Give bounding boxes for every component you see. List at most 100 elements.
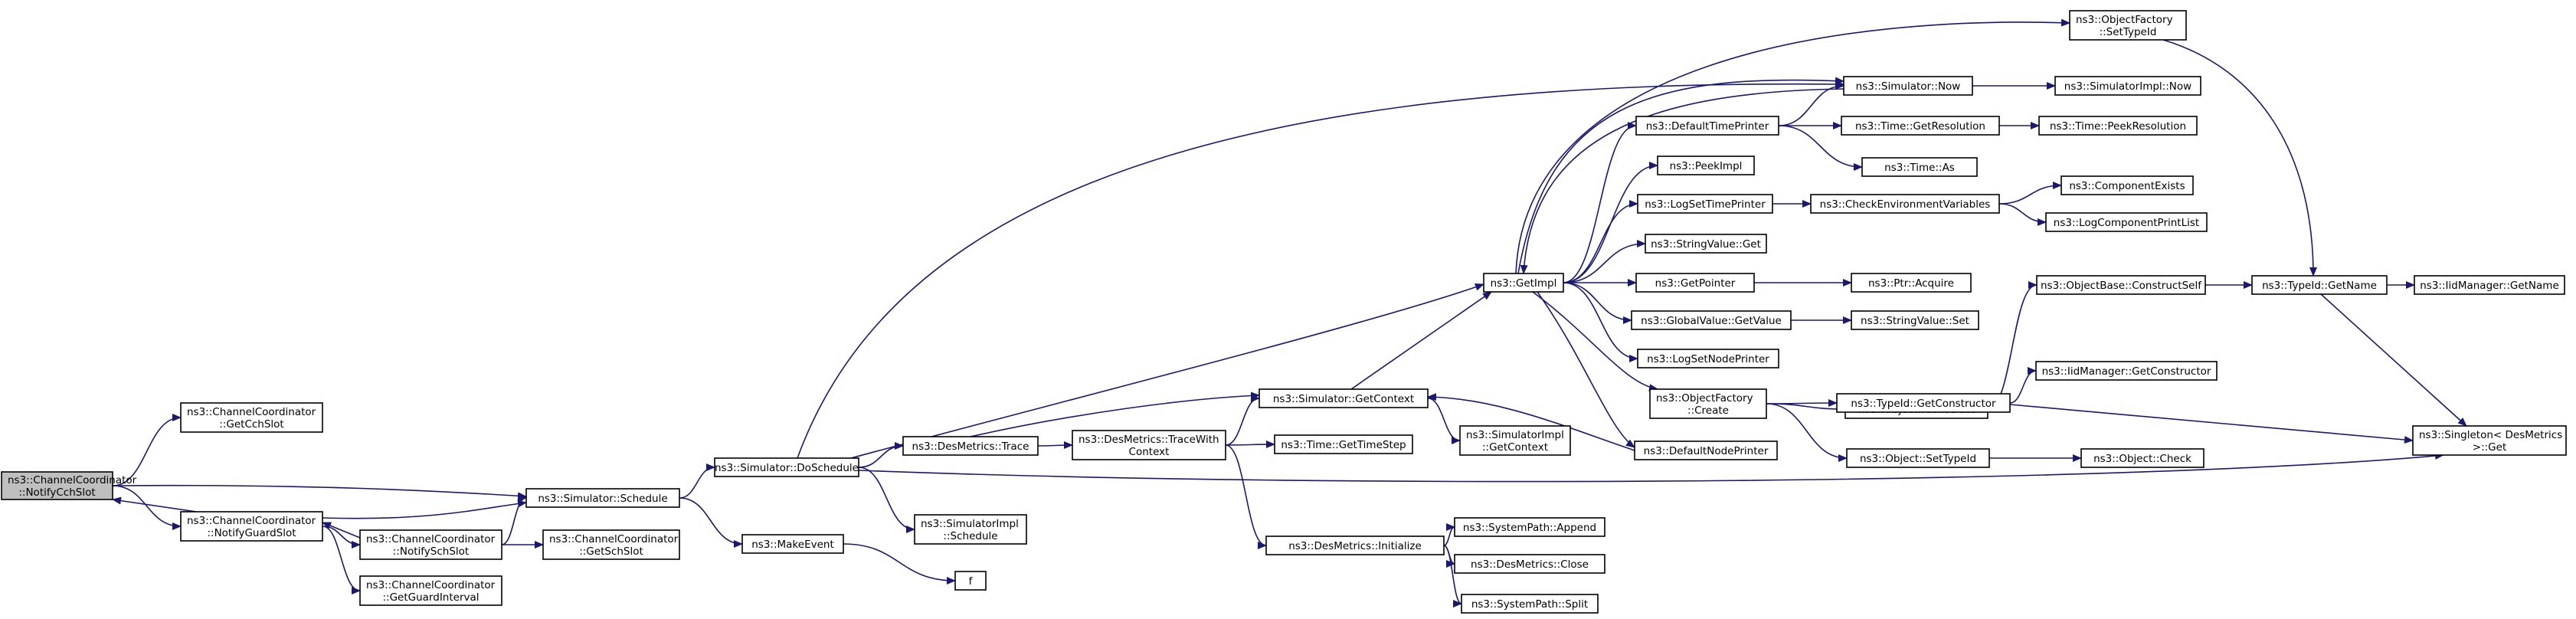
node-get-cch-slot[interactable]: ns3::ChannelCoordinator::GetCchSlot	[180, 402, 323, 433]
node-getpointer[interactable]: ns3::GetPointer	[1635, 273, 1755, 293]
node-notify-sch-slot[interactable]: ns3::ChannelCoordinator::NotifySchSlot	[359, 529, 502, 560]
node-box-notify-sch-slot[interactable]	[359, 529, 502, 560]
node-desmetrics-trace[interactable]: ns3::DesMetrics::Trace	[902, 436, 1039, 456]
node-iidmanager-getname[interactable]: ns3::IidManager::GetName	[2414, 275, 2565, 295]
node-box-time-getresolution[interactable]	[1841, 116, 2000, 136]
node-box-logsetnodeprinter[interactable]	[1637, 349, 1779, 368]
node-box-defaultnodeprinter[interactable]	[1634, 441, 1778, 460]
node-box-checkenvironmentvariables[interactable]	[1810, 194, 2000, 214]
node-box-systempath-split[interactable]	[1461, 594, 1599, 614]
node-box-desmetrics-trace[interactable]	[902, 436, 1039, 456]
node-box-componentexists[interactable]	[2060, 175, 2194, 195]
node-systempath-append[interactable]: ns3::SystemPath::Append	[1454, 517, 1605, 537]
node-simulatorimpl-now[interactable]: ns3::SimulatorImpl::Now	[2054, 76, 2201, 96]
node-box-simulator-doschedule[interactable]	[714, 457, 859, 477]
node-box-object-settypeid[interactable]	[1846, 448, 1990, 468]
node-stringvalue-set[interactable]: ns3::StringValue::Set	[1851, 310, 1979, 330]
node-box-notify-cch-slot[interactable]	[1, 471, 113, 500]
node-box-getpointer[interactable]	[1635, 273, 1755, 293]
node-box-iidmanager-getname[interactable]	[2414, 275, 2565, 295]
node-simulator-doschedule[interactable]: ns3::Simulator::DoSchedule	[714, 457, 859, 477]
node-defaultnodeprinter[interactable]: ns3::DefaultNodePrinter	[1634, 441, 1778, 460]
node-iidmanager-getconstructor[interactable]: ns3::IidManager::GetConstructor	[2035, 361, 2218, 381]
edge-make-event-to-f	[843, 543, 956, 585]
node-time-as[interactable]: ns3::Time::As	[1861, 157, 1978, 177]
node-time-gettimestep[interactable]: ns3::Time::GetTimeStep	[1274, 434, 1413, 454]
node-componentexists[interactable]: ns3::ComponentExists	[2060, 175, 2194, 195]
node-box-time-gettimestep[interactable]	[1274, 434, 1413, 454]
node-simulatorimpl-getcontext[interactable]: ns3::SimulatorImpl::GetContext	[1459, 425, 1571, 456]
node-box-logsettimeprinter[interactable]	[1637, 194, 1773, 214]
node-desmetrics-initialize[interactable]: ns3::DesMetrics::Initialize	[1265, 535, 1445, 555]
node-ptr-acquire[interactable]: ns3::Ptr::Acquire	[1851, 273, 1972, 293]
node-box-get-sch-slot[interactable]	[542, 529, 680, 560]
node-typeid-getconstructor[interactable]: ns3::TypeId::GetConstructor	[1836, 393, 2011, 413]
node-simulator-schedule[interactable]: ns3::Simulator::Schedule	[525, 488, 680, 508]
node-defaulttimeprinter[interactable]: ns3::DefaultTimePrinter	[1635, 116, 1779, 136]
node-stringvalue-get[interactable]: ns3::StringValue::Get	[1645, 234, 1767, 254]
node-systempath-split[interactable]: ns3::SystemPath::Split	[1461, 594, 1599, 614]
node-notify-cch-slot[interactable]: ns3::ChannelCoordinator::NotifyCchSlot	[1, 471, 137, 500]
node-box-getimpl[interactable]	[1483, 273, 1564, 293]
node-box-objectfactory-settypeid[interactable]	[2069, 10, 2187, 41]
node-simulator-now[interactable]: ns3::Simulator::Now	[1843, 76, 1973, 96]
node-get-guard-interval[interactable]: ns3::ChannelCoordinator::GetGuardInterva…	[359, 575, 502, 606]
node-box-get-guard-interval[interactable]	[359, 575, 502, 606]
node-logsetnodeprinter[interactable]: ns3::LogSetNodePrinter	[1637, 349, 1779, 368]
node-box-simulator-now[interactable]	[1843, 76, 1973, 96]
node-box-simulator-schedule[interactable]	[525, 488, 680, 508]
node-time-getresolution[interactable]: ns3::Time::GetResolution	[1841, 116, 2000, 136]
node-simulatorimpl-schedule[interactable]: ns3::SimulatorImpl::Schedule	[914, 514, 1027, 545]
node-desmetrics-close[interactable]: ns3::DesMetrics::Close	[1454, 554, 1605, 574]
node-checkenvironmentvariables[interactable]: ns3::CheckEnvironmentVariables	[1810, 194, 2000, 214]
node-box-globalvalue-getvalue[interactable]	[1631, 310, 1792, 330]
node-box-peekimpl[interactable]	[1657, 156, 1755, 175]
node-get-sch-slot[interactable]: ns3::ChannelCoordinator::GetSchSlot	[542, 529, 680, 560]
node-logcomponentprintlist[interactable]: ns3::LogComponentPrintList	[2045, 212, 2208, 232]
node-object-check[interactable]: ns3::Object::Check	[2080, 448, 2204, 468]
node-peekimpl[interactable]: ns3::PeekImpl	[1657, 156, 1755, 175]
node-box-stringvalue-set[interactable]	[1851, 310, 1979, 330]
node-time-peekresolution[interactable]: ns3::Time::PeekResolution	[2038, 116, 2198, 136]
node-objectfactory-create[interactable]: ns3::ObjectFactory::Create	[1649, 388, 1767, 419]
node-simulator-getcontext[interactable]: ns3::Simulator::GetContext	[1259, 388, 1429, 408]
node-box-desmetrics-close[interactable]	[1454, 554, 1605, 574]
node-objectbase-constructself[interactable]: ns3::ObjectBase::ConstructSelf	[2036, 275, 2206, 295]
node-box-typeid-getname[interactable]	[2251, 275, 2388, 295]
node-box-ptr-acquire[interactable]	[1851, 273, 1972, 293]
node-box-typeid-getconstructor[interactable]	[1836, 393, 2011, 413]
node-box-objectfactory-create[interactable]	[1649, 388, 1767, 419]
node-box-singleton-get[interactable]	[2412, 425, 2567, 456]
node-box-object-check[interactable]	[2080, 448, 2204, 468]
node-box-time-peekresolution[interactable]	[2038, 116, 2198, 136]
node-box-simulatorimpl-schedule[interactable]	[914, 514, 1027, 545]
node-objectfactory-settypeid[interactable]: ns3::ObjectFactory::SetTypeId	[2069, 10, 2187, 41]
node-object-settypeid[interactable]: ns3::Object::SetTypeId	[1846, 448, 1990, 468]
node-box-objectbase-constructself[interactable]	[2036, 275, 2206, 295]
node-logsettimeprinter[interactable]: ns3::LogSetTimePrinter	[1637, 194, 1773, 214]
node-box-logcomponentprintlist[interactable]	[2045, 212, 2208, 232]
node-box-defaulttimeprinter[interactable]	[1635, 116, 1779, 136]
node-box-desmetrics-tracewithcontext[interactable]	[1072, 430, 1226, 460]
node-typeid-getname[interactable]: ns3::TypeId::GetName	[2251, 275, 2388, 295]
node-globalvalue-getvalue[interactable]: ns3::GlobalValue::GetValue	[1631, 310, 1792, 330]
node-box-desmetrics-initialize[interactable]	[1265, 535, 1445, 555]
node-notify-guard-slot[interactable]: ns3::ChannelCoordinator::NotifyGuardSlot	[180, 511, 323, 542]
node-box-iidmanager-getconstructor[interactable]	[2035, 361, 2218, 381]
node-singleton-get[interactable]: ns3::Singleton< DesMetrics >::Get	[2412, 425, 2567, 456]
node-box-notify-guard-slot[interactable]	[180, 511, 323, 542]
node-box-make-event[interactable]	[741, 534, 844, 554]
node-box-simulator-getcontext[interactable]	[1259, 388, 1429, 408]
node-box-f[interactable]	[954, 571, 987, 591]
node-box-simulatorimpl-now[interactable]	[2054, 76, 2201, 96]
node-box-systempath-append[interactable]	[1454, 517, 1605, 537]
node-getimpl[interactable]: ns3::GetImpl	[1483, 273, 1564, 293]
node-box-simulatorimpl-getcontext[interactable]	[1459, 425, 1571, 456]
node-box-stringvalue-get[interactable]	[1645, 234, 1767, 254]
node-f[interactable]: f	[954, 571, 987, 591]
node-box-get-cch-slot[interactable]	[180, 402, 323, 433]
node-box-time-as[interactable]	[1861, 157, 1978, 177]
node-make-event[interactable]: ns3::MakeEvent	[741, 534, 844, 554]
edge-simulator-doschedule-to-getimpl	[850, 283, 1484, 459]
